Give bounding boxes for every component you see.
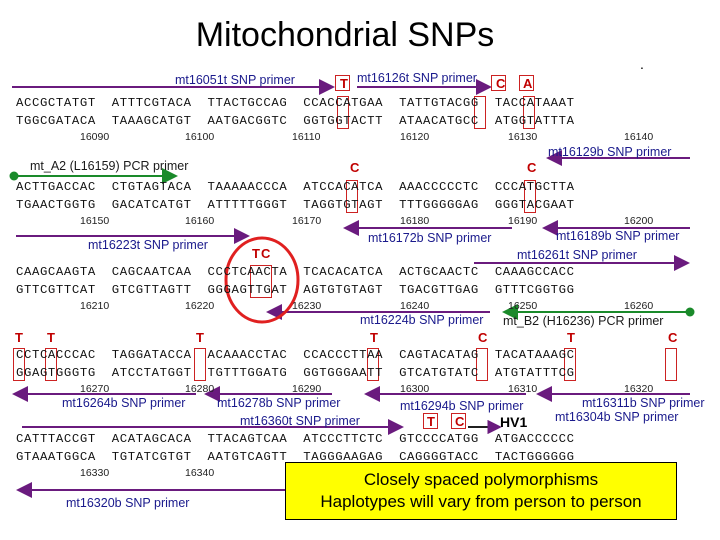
highlight-circle [224,236,300,324]
position-label: 16170 [292,215,322,227]
primer-label-16264b: mt16264b SNP primer [62,396,186,410]
position-label: 16240 [400,300,430,312]
position-label: 16160 [185,215,215,227]
hv1-label: HV1 [500,414,528,430]
snp-letter: C [261,246,271,261]
snp-box [346,180,358,213]
pcr-start-dot-a2 [9,171,19,181]
position-label: 16260 [624,300,654,312]
snp-box [45,348,57,381]
seq-row-bottom: GGAGTGGGTG ATCCTATGGT TGTTTGGATG GGTGGGA… [16,366,575,380]
snp-box [519,75,534,91]
primer-label-16189b: mt16189b SNP primer [556,229,680,243]
snp-letter: C [455,414,465,429]
seq-row-bottom: GTAAATGGCA TGTATCGTGT AATGTCAGTT TAGGGAA… [16,450,575,464]
position-label: 16180 [400,215,430,227]
pcr-start-dot-b2 [685,307,695,317]
primer-label-16129b: mt16129b SNP primer [548,145,672,159]
position-label: 16210 [80,300,110,312]
snp-box [564,348,576,381]
snp-box [335,75,350,91]
position-label: 16270 [80,383,110,395]
position-label: 16310 [508,383,538,395]
position-label: 16280 [185,383,215,395]
slide-title: Mitochondrial SNPs [195,16,495,54]
snp-box [423,413,438,429]
snp-letter: T [370,330,378,345]
position-label: 16140 [624,131,654,143]
callout-line-1: Closely spaced polymorphisms [363,470,599,489]
primer-label-16261t: mt16261t SNP primer [517,248,637,262]
position-label: 16330 [80,467,110,479]
snp-letter: C [496,76,506,91]
position-label: 16150 [80,215,110,227]
seq-row-top: CATTTACCGT ACATAGCACA TTACAGTCAA ATCCCTT… [16,432,575,446]
seq-row-top: ACTTGACCAC CTGTAGTACA TAAAAACCCA ATCCACA… [16,180,575,194]
position-label: 16120 [400,131,430,143]
snp-box [474,96,486,129]
position-label: 16190 [508,215,538,227]
position-label: 16230 [292,300,322,312]
snp-letter: T [47,330,55,345]
seq-row-top: CAAGCAAGTA CAGCAATCAA CCCTCAACTA TCACACA… [16,265,575,279]
primer-label-16320b: mt16320b SNP primer [66,496,190,510]
position-label: 16110 [292,131,321,143]
primer-label-16126t: mt16126t SNP primer [357,71,477,85]
seq-row-bottom: GTTCGTTCAT GTCGTTAGTT GGGAGTTGAT AGTGTGT… [16,283,575,297]
snp-box [451,413,466,429]
snp-letter: T [340,76,348,91]
snp-letter: C [350,160,360,175]
snp-box [337,96,349,129]
position-label: 16130 [508,131,538,143]
primer-label-16223t: mt16223t SNP primer [88,238,208,252]
snp-box [524,180,536,213]
callout-line-2: Haplotypes will vary from person to pers… [320,492,642,511]
snp-box [250,265,272,298]
position-label: 16290 [292,383,322,395]
snp-letter: T [252,246,260,261]
position-label: 16250 [508,300,538,312]
snp-letter: C [527,160,537,175]
snp-box [194,348,206,381]
primer-label-16278b: mt16278b SNP primer [217,396,341,410]
stray-dot: . [640,56,644,72]
primer-label-16224b: mt16224b SNP primer [360,313,484,327]
snp-box [491,75,506,91]
snp-letter: T [427,414,435,429]
callout-box: Closely spaced polymorphisms Haplotypes … [285,462,677,520]
snp-box [13,348,25,381]
position-label: 16320 [624,383,654,395]
snp-box [476,348,488,381]
snp-letter: T [567,330,575,345]
snp-letter: T [15,330,23,345]
seq-row-bottom: TGAACTGGTG GACATCATGT ATTTTTGGGT TAGGTGT… [16,198,575,212]
snp-letter: A [523,76,533,91]
pcr-label-b2: mt_B2 (H16236) PCR primer [503,314,664,328]
position-label: 16090 [80,131,110,143]
snp-box [523,96,535,129]
snp-letter: T [196,330,204,345]
position-label: 16300 [400,383,430,395]
position-label: 16200 [624,215,654,227]
primer-label-16294b: mt16294b SNP primer [400,399,524,413]
seq-row-top: ACCGCTATGT ATTTCGTACA TTACTGCCAG CCACCAT… [16,96,575,110]
pcr-label-a2: mt_A2 (L16159) PCR primer [30,159,189,173]
primer-label-16311b: mt16311b SNP primer [582,396,705,410]
seq-row-top: CCTCACCCAC TAGGATACCA ACAAACCTAC CCACCCT… [16,348,575,362]
snp-box [665,348,677,381]
primer-label-16360t: mt16360t SNP primer [240,414,360,428]
position-label: 16340 [185,467,215,479]
primer-label-16304b: mt16304b SNP primer [555,410,679,424]
primer-label-16172b: mt16172b SNP primer [368,231,492,245]
primer-label-16051t: mt16051t SNP primer [175,73,295,87]
seq-row-bottom: TGGCGATACA TAAAGCATGT AATGACGGTC GGTGGTA… [16,114,575,128]
position-label: 16100 [185,131,215,143]
position-label: 16220 [185,300,215,312]
snp-letter: C [478,330,488,345]
snp-letter: C [668,330,678,345]
snp-box [367,348,379,381]
